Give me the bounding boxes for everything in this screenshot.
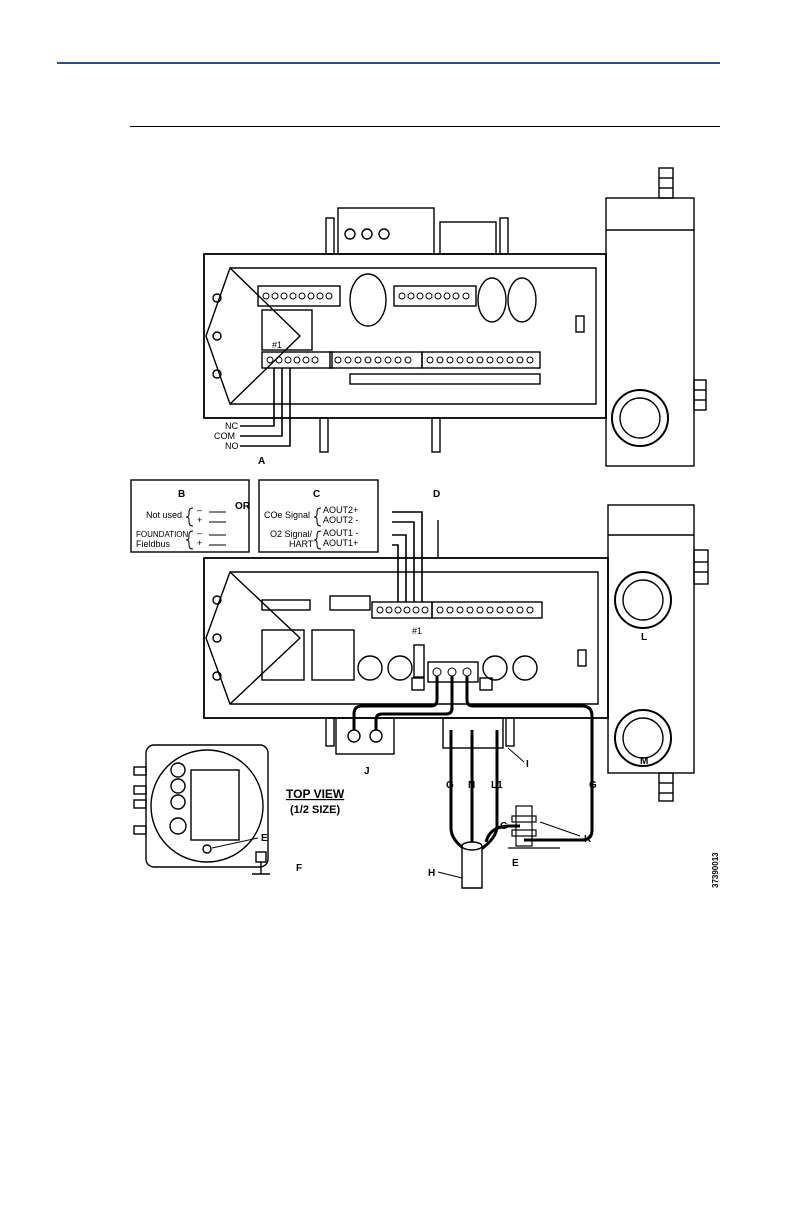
g-ground-label: G (500, 821, 508, 832)
box-c-braces (314, 508, 321, 549)
fieldbus-label: Fieldbus (136, 539, 171, 549)
callout-m: M (640, 756, 648, 767)
top-view-size: (1/2 SIZE) (290, 804, 340, 816)
b-minus-2: – (197, 528, 202, 538)
callout-a: A (258, 456, 265, 467)
lower-assembly (204, 505, 708, 801)
aout2-minus-label: AOUT2 - (323, 515, 359, 525)
callout-k-leader (540, 822, 580, 836)
relay-terminal-label: #1 (272, 340, 282, 350)
signal-wires (392, 512, 422, 602)
relay-wires (240, 368, 290, 446)
top-view-housing (134, 745, 270, 874)
box-b-braces (186, 508, 226, 549)
callout-i-leader (508, 748, 524, 762)
b-minus-1: – (197, 505, 202, 515)
callout-c: C (313, 489, 320, 500)
foundation-label: FOUNDATION (136, 530, 189, 539)
power-wires (354, 676, 592, 850)
b-plus-2: + (197, 538, 202, 548)
aout1-plus-label: AOUT1+ (323, 538, 358, 548)
aout2-plus-label: AOUT2+ (323, 505, 358, 515)
terminal-nut-right (370, 730, 382, 742)
or-label: OR (235, 501, 251, 512)
callout-e-ground: E (512, 858, 519, 869)
callout-h-leader (438, 872, 462, 878)
g-wire-label-right: G (589, 780, 597, 791)
nc-label: NC (225, 421, 238, 431)
coe-signal-label: COe Signal (264, 510, 310, 520)
cable-sheath (462, 842, 482, 888)
figure-id: 37390013 (711, 852, 720, 888)
b-plus-1: + (197, 515, 202, 525)
n-wire-label: N (468, 780, 475, 791)
signal-terminal-label: #1 (412, 626, 422, 636)
upper-assembly (204, 168, 706, 466)
com-label: COM (214, 431, 235, 441)
callout-h: H (428, 868, 435, 879)
no-label: NO (225, 441, 239, 451)
top-view-title: TOP VIEW (286, 787, 345, 801)
aout1-minus-label: AOUT1 - (323, 528, 359, 538)
callout-j: J (364, 766, 370, 777)
callout-l: L (641, 632, 647, 643)
callout-e-top: E (261, 833, 268, 844)
callout-k: K (584, 834, 592, 845)
ground-stud (508, 806, 560, 848)
hart-label: HART (289, 539, 314, 549)
callout-i: I (526, 759, 529, 770)
callout-f: F (296, 863, 302, 874)
terminal-nut-left (348, 730, 360, 742)
callout-b: B (178, 489, 185, 500)
o2-signal-label: O2 Signal/ (270, 529, 313, 539)
g-wire-label-left: G (446, 780, 454, 791)
not-used-label: Not used (146, 510, 182, 520)
l1-wire-label: L1 (491, 780, 503, 791)
callout-d: D (433, 489, 440, 500)
